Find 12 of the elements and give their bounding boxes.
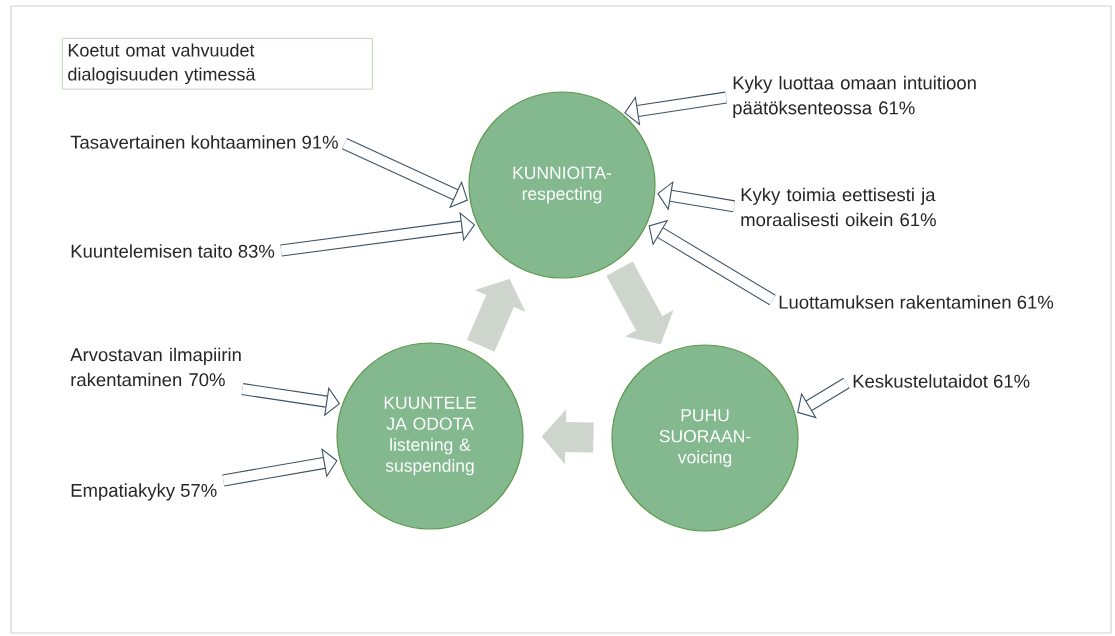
block-arrow xyxy=(222,448,338,487)
block-arrow xyxy=(797,377,850,419)
heading-box: Koetut omat vahvuudet dialogisuuden ytimessä xyxy=(62,38,373,90)
strength-label: Empatiakyky 57% xyxy=(71,483,217,501)
strength-label: Arvostavan ilmapiirin rakentaminen 70% xyxy=(70,347,241,387)
block-arrow xyxy=(624,91,727,126)
strength-label: Keskustelutaidot 61% xyxy=(853,374,1030,388)
strength-label: Kuuntelemisen taito 83% xyxy=(71,244,275,258)
strength-label: Kyky toimia eettisesti ja moraalisesti oikein 61% xyxy=(741,187,936,227)
strength-label: Luottamuksen rakentaminen 61% xyxy=(779,295,1054,309)
strength-label: Tasavertainen kohtaaminen 91% xyxy=(70,135,338,149)
strength-label: Kyky luottaa omaan intuitioon päätöksenteossa 61% xyxy=(733,75,976,119)
